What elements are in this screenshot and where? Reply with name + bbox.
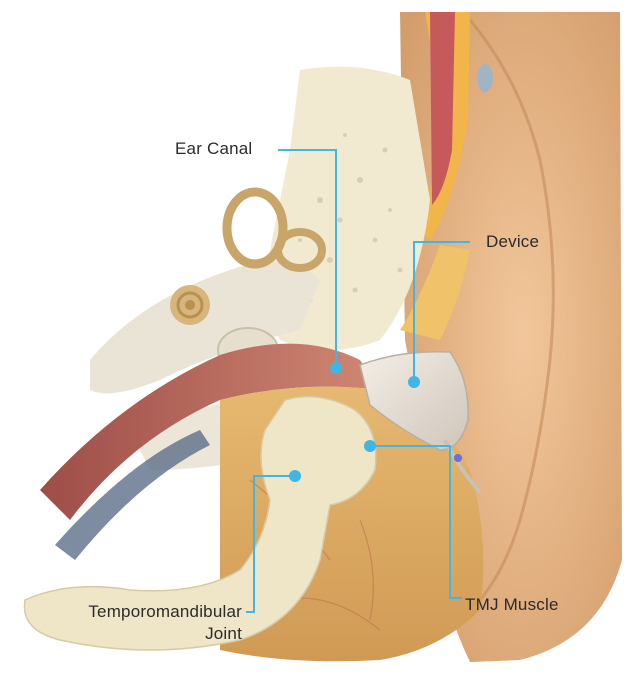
- tmj-muscle-dot: [364, 440, 376, 452]
- tmj-muscle-label: TMJ Muscle: [465, 595, 559, 615]
- temporomandibular-joint-label: Temporomandibular Joint: [30, 601, 242, 645]
- device-label: Device: [486, 232, 539, 252]
- device-dot: [408, 376, 420, 388]
- tmj-label-line1: Temporomandibular: [30, 601, 242, 623]
- tmj-label-line2: Joint: [30, 623, 242, 645]
- ear-canal-dot: [330, 362, 342, 374]
- tmj-joint-dot: [289, 470, 301, 482]
- ear-canal-label: Ear Canal: [175, 139, 252, 159]
